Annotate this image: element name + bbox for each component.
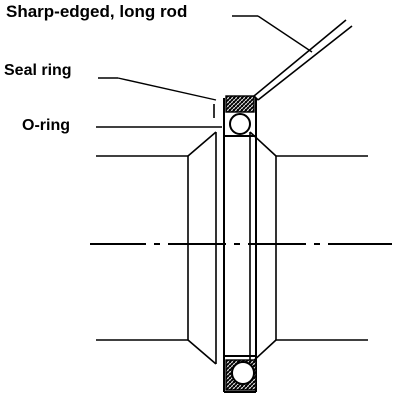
seal-ring-label: Seal ring [4,62,72,79]
rod-label: Sharp-edged, long rod [6,2,188,21]
o-ring-bottom [231,361,255,385]
leader-lines [96,15,313,128]
seal-ring-section-top [225,95,255,113]
rod [253,19,353,101]
left-pipe [96,131,217,365]
o-ring-label: O-ring [22,117,70,134]
o-ring-top [229,113,251,135]
right-pipe [249,131,368,365]
